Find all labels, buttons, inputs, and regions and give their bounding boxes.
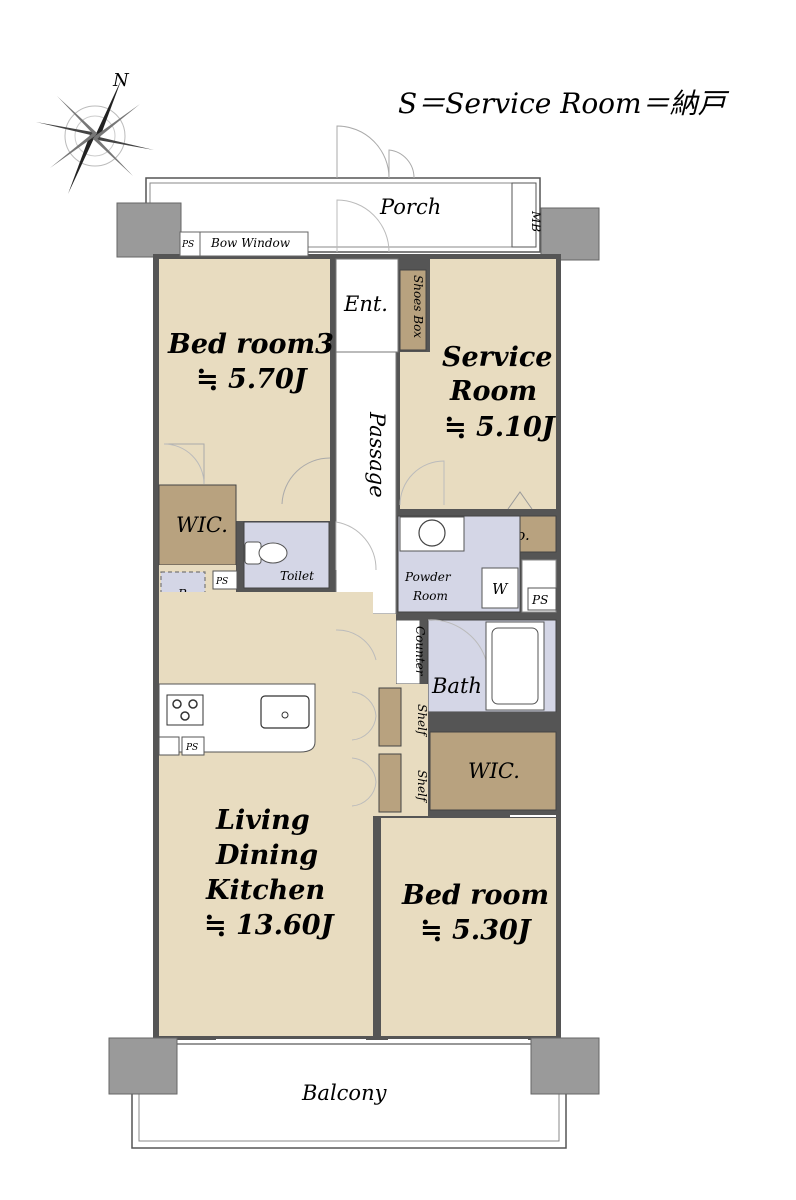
- toilet-label: Toilet: [280, 569, 314, 583]
- porch-label: Porch: [379, 195, 441, 219]
- mb-label: MB: [529, 210, 543, 232]
- powder-room-line2: Room: [412, 589, 448, 603]
- wic-right: [429, 731, 557, 811]
- wic-left-label: WIC.: [176, 513, 228, 537]
- ldk-line3: Kitchen: [205, 875, 325, 906]
- shoes-box-label: Shoes Box: [411, 275, 425, 338]
- counter-label: Counter: [413, 626, 427, 677]
- passage-label: Passage: [365, 411, 389, 498]
- bedroom-name: Bed room: [401, 880, 549, 911]
- ps-top-box: [179, 231, 201, 257]
- column-top-right: [540, 207, 600, 261]
- ps-kitchen-label: PS: [185, 743, 198, 753]
- compass-icon: N: [36, 70, 154, 194]
- shoes-box: [399, 269, 427, 351]
- column-top-left: [116, 202, 182, 258]
- shelf-top-label: Shelf: [415, 704, 429, 738]
- balcony-label: Balcony: [301, 1081, 388, 1105]
- entrance: [335, 258, 399, 353]
- bedroom3-name: Bed room3: [167, 329, 334, 360]
- sink-bowl: [418, 519, 446, 547]
- ldk-line2: Dining: [215, 840, 318, 871]
- ps-right-box: [527, 587, 557, 611]
- passage: [335, 351, 397, 615]
- ldk-line1: Living: [215, 805, 310, 836]
- bedroom-size: ≒ 5.30J: [420, 915, 533, 946]
- stove-icon: [166, 694, 204, 726]
- shelf-bottom-label: Shelf: [415, 770, 429, 804]
- bedroom: [381, 818, 556, 1036]
- service-room-line1: Service: [442, 342, 552, 373]
- shelf-bottom: [378, 753, 402, 813]
- wic-right-label: WIC.: [468, 759, 520, 783]
- ldk-size: ≒ 13.60J: [204, 910, 336, 941]
- ps-left-label: PS: [215, 577, 228, 587]
- powder-room-line1: Powder: [404, 570, 452, 584]
- balcony: [131, 1043, 567, 1149]
- service-room-size: ≒ 5.10J: [444, 412, 557, 443]
- porch-area: [145, 177, 541, 253]
- washer-label: W: [492, 580, 509, 598]
- bath-label: Bath: [431, 674, 482, 698]
- service-room-line2: Room: [449, 376, 537, 407]
- washer-box: [481, 567, 519, 609]
- legend-text: S＝Service Room＝納戸: [398, 87, 730, 120]
- counter: [395, 619, 421, 685]
- wic-left: [158, 484, 237, 566]
- bow-window-label: Bow Window: [210, 236, 291, 250]
- ps-left-box: [212, 570, 238, 590]
- compass-north-label: N: [112, 70, 130, 91]
- ps-kitchen-box: [181, 736, 205, 756]
- service-room: [430, 259, 556, 509]
- bow-window: [179, 231, 309, 257]
- toilet-bowl: [258, 542, 288, 564]
- bedroom3-size: ≒ 5.70J: [196, 364, 309, 395]
- ps-top-label: PS: [181, 240, 194, 250]
- shelf-top: [378, 687, 402, 747]
- ps-right-label: PS: [531, 593, 548, 607]
- bedroom3: [159, 259, 330, 485]
- mb-box: [511, 182, 537, 248]
- entrance-label: Ent.: [343, 292, 388, 316]
